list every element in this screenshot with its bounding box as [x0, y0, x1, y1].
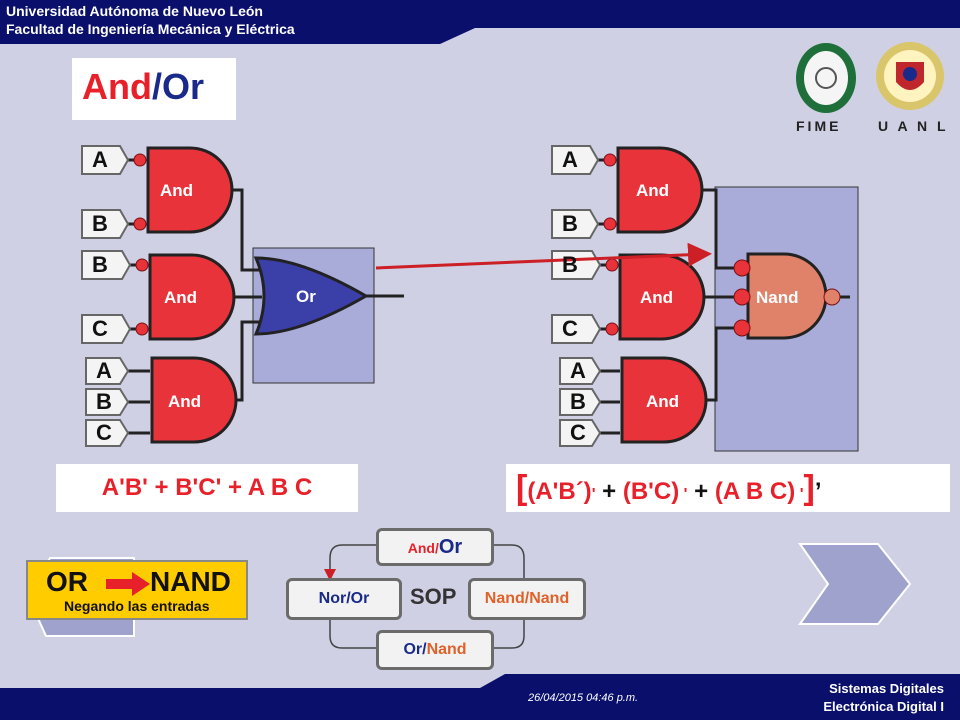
expr-end-mark: ’ [814, 478, 822, 505]
title-and: And [82, 66, 152, 107]
flow-top-a: And/ [407, 540, 439, 556]
left-input-c1: C [92, 316, 108, 341]
expr-plus-1: + [595, 478, 623, 505]
expr-term-2: (B'C) [622, 478, 680, 505]
input-tag [81, 145, 130, 175]
next-chevron-icon[interactable] [798, 542, 914, 626]
left-input-b2: B [92, 252, 108, 277]
right-and-gate-1-label: And [636, 181, 670, 200]
left-input-b1: B [92, 211, 108, 236]
badge-or: OR [46, 566, 88, 597]
expr-open-bracket: [ [516, 469, 528, 507]
right-input-c2: C [570, 420, 586, 445]
flow-sop-label: SOP [410, 584, 457, 609]
or-to-nand-badge: OR NAND Negando las entradas [26, 560, 248, 620]
left-or-gate-label: Or [296, 287, 316, 306]
footer-subject: Electrónica Digital I [823, 699, 944, 714]
left-input-c2: C [96, 420, 112, 445]
expr-prime-2: ' [679, 486, 688, 503]
expr-prime-1: ' [591, 486, 596, 503]
uanl-seal-icon [876, 42, 944, 110]
expr-plus-2: + [687, 478, 715, 505]
left-and-gate-2-label: And [164, 288, 198, 307]
expr-term-1: (A'B´) [527, 478, 592, 505]
left-and-gate-1-label: And [160, 181, 194, 200]
expr-close-bracket: ] [803, 469, 815, 507]
flow-or-nand: Or/Nand [376, 630, 494, 670]
right-input-b3: B [570, 389, 586, 414]
slide-title: And/Or [72, 58, 236, 120]
right-expression: [(A'B´)' + (B'C) ' + (A B C) ']’ [506, 464, 950, 512]
fime-label: FIME [796, 118, 842, 134]
header-bar [0, 0, 960, 44]
expr-prime-3: ' [795, 486, 804, 503]
flow-bottom-b: Nand [426, 641, 467, 658]
right-input-b1: B [562, 211, 578, 236]
right-and-gate-3-label: And [646, 392, 680, 411]
title-or: Or [162, 66, 205, 107]
flow-nand-nand: Nand/Nand [468, 578, 586, 620]
flow-left-a: Nor/ [318, 590, 351, 607]
flow-bottom-a: Or/ [403, 641, 427, 658]
left-and-gate-3-label: And [168, 392, 202, 411]
badge-nand: NAND [150, 566, 231, 597]
fime-seal-icon [796, 43, 856, 113]
right-input-b2: B [562, 252, 578, 277]
footer-bar [0, 674, 960, 720]
flow-top-b: Or [438, 536, 463, 558]
right-input-c1: C [562, 316, 578, 341]
left-expression-text: A'B' + B'C' + A B C [101, 474, 313, 501]
left-input-a1: A [92, 147, 108, 172]
right-input-a2: A [570, 358, 586, 383]
left-input-a2: A [96, 358, 112, 383]
right-input-a1: A [562, 147, 578, 172]
header-university: Universidad Autónoma de Nuevo León [6, 3, 263, 19]
footer-course: Sistemas Digitales [829, 681, 944, 696]
footer-date: 26/04/2015 04:46 p.m. [528, 692, 639, 704]
uanl-label: U A N L [878, 118, 949, 134]
flow-nor-or: Nor/Or [286, 578, 402, 620]
left-input-b3: B [96, 389, 112, 414]
left-expression: A'B' + B'C' + A B C [56, 464, 358, 512]
right-arrow-icon [106, 572, 150, 596]
badge-subtitle: Negando las entradas [64, 598, 210, 614]
flow-left-b: Or [350, 590, 370, 607]
flow-and-or: And/Or [376, 528, 494, 566]
logos [796, 42, 944, 113]
expr-term-3: (A B C) [714, 478, 796, 505]
header-faculty: Facultad de Ingeniería Mecánica y Eléctr… [6, 21, 295, 37]
right-and-gate-2-label: And [640, 288, 674, 307]
title-slash: / [151, 66, 162, 107]
right-nand-gate-label: Nand [756, 288, 799, 307]
